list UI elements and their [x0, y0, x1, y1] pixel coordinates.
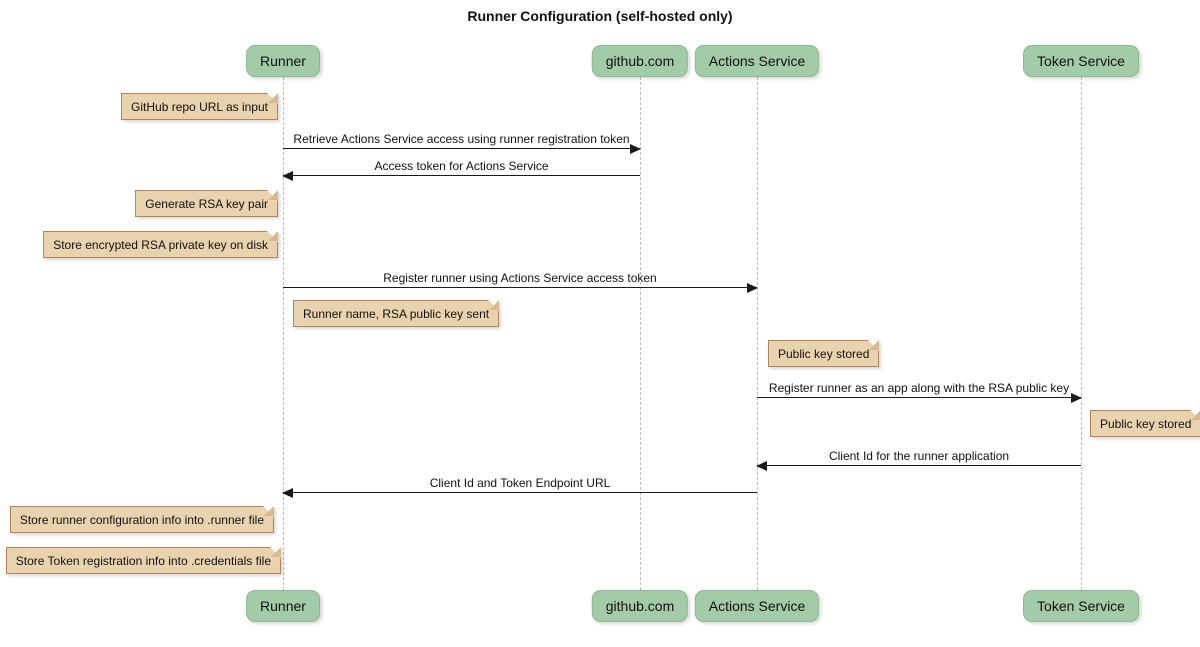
arrow-right-icon — [630, 144, 641, 154]
lifeline-runner — [283, 77, 284, 590]
participant-token-service-top: Token Service — [1023, 45, 1139, 77]
message-client-id-for-runner-application: Client Id for the runner application — [756, 449, 1081, 471]
message-retrieve-actions-service-access: Retrieve Actions Service access using ru… — [283, 132, 641, 154]
arrow-right-icon — [747, 283, 758, 293]
note-store-encrypted-rsa-private-key: Store encrypted RSA private key on disk — [43, 231, 278, 258]
diagram-title: Runner Configuration (self-hosted only) — [467, 8, 733, 24]
message-label: Client Id and Token Endpoint URL — [429, 476, 611, 490]
arrow-left-icon — [756, 461, 767, 471]
message-label: Client Id for the runner application — [828, 449, 1010, 463]
note-public-key-stored-actions-service: Public key stored — [768, 340, 880, 367]
participant-actions-service-bottom: Actions Service — [694, 590, 820, 622]
message-label: Register runner as an app along with the… — [768, 381, 1070, 395]
arrow-left-icon — [282, 488, 293, 498]
participant-github-com-top: github.com — [591, 45, 689, 77]
message-label: Retrieve Actions Service access using ru… — [293, 132, 630, 146]
lifeline-actions-service — [757, 77, 758, 590]
participant-runner-top: Runner — [246, 45, 320, 77]
lifeline-token-service — [1081, 77, 1082, 590]
participant-actions-service-top: Actions Service — [694, 45, 820, 77]
participant-token-service-bottom: Token Service — [1023, 590, 1139, 622]
message-register-runner-as-app: Register runner as an app along with the… — [757, 381, 1082, 403]
note-store-runner-configuration: Store runner configuration info into .ru… — [9, 506, 275, 533]
note-store-token-registration: Store Token registration info into .cred… — [5, 547, 282, 574]
lifeline-github-com — [640, 77, 641, 590]
note-github-repo-url: GitHub repo URL as input — [121, 93, 278, 120]
message-access-token-for-actions-service: Access token for Actions Service — [282, 159, 640, 181]
message-label: Register runner using Actions Service ac… — [383, 271, 657, 285]
participant-github-com-bottom: github.com — [591, 590, 689, 622]
note-public-key-stored-token-service: Public key stored — [1090, 410, 1200, 437]
arrow-left-icon — [282, 171, 293, 181]
note-runner-name-rsa-public-key-sent: Runner name, RSA public key sent — [293, 300, 500, 327]
note-generate-rsa-key-pair: Generate RSA key pair — [135, 190, 278, 217]
arrow-right-icon — [1071, 393, 1082, 403]
message-client-id-and-token-endpoint-url: Client Id and Token Endpoint URL — [282, 476, 757, 498]
message-register-runner: Register runner using Actions Service ac… — [283, 271, 758, 293]
message-label: Access token for Actions Service — [374, 159, 549, 173]
participant-runner-bottom: Runner — [246, 590, 320, 622]
